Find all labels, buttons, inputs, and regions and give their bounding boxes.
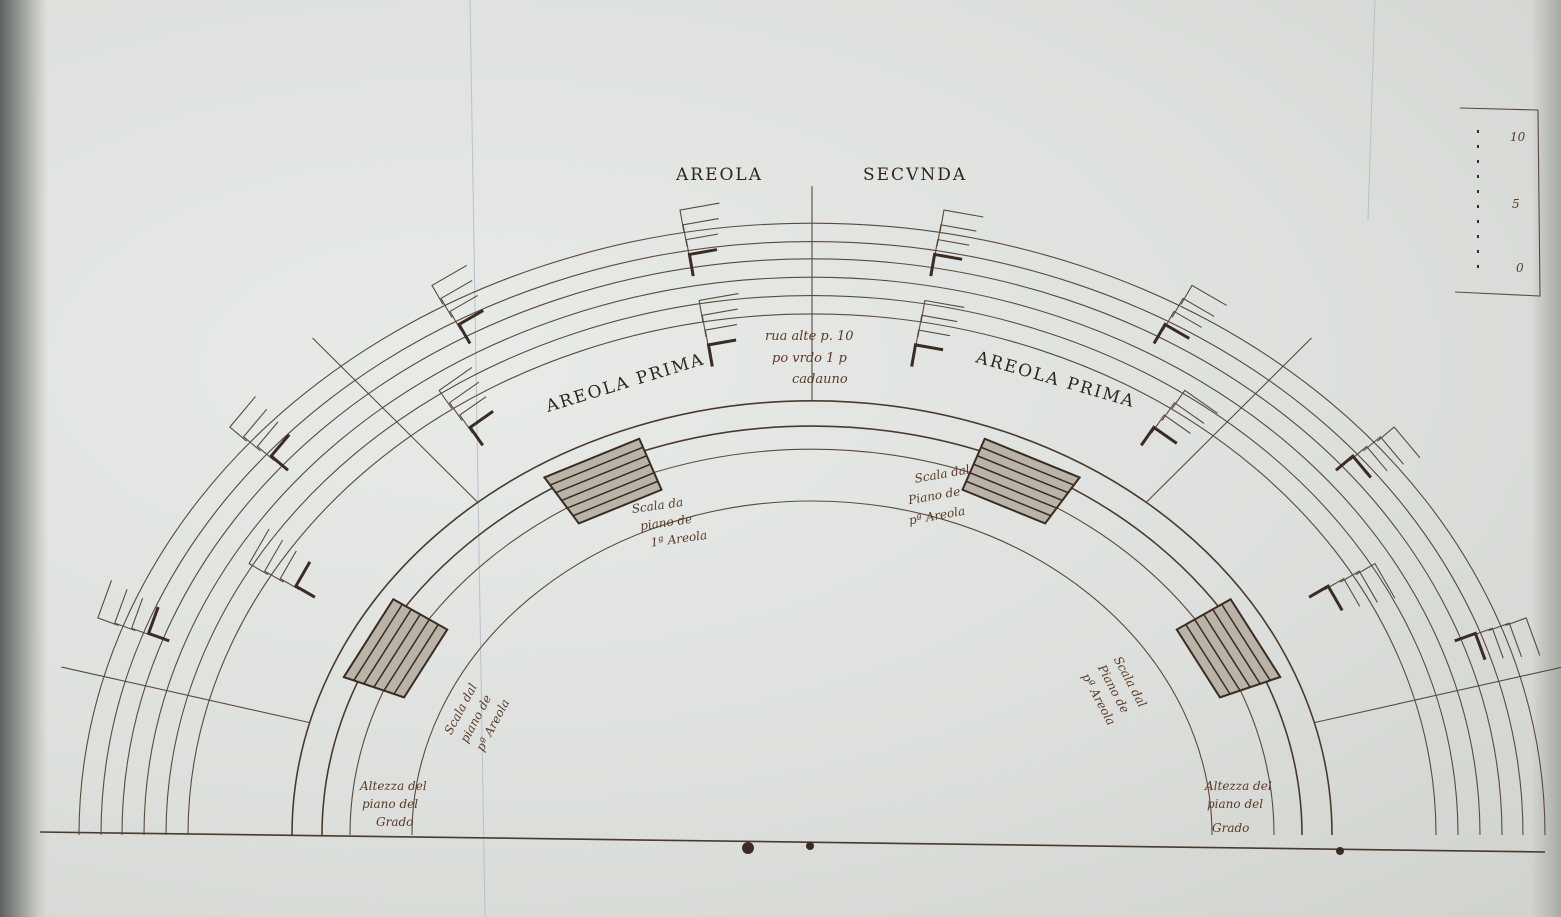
inner-ring-arcs: [291, 400, 1333, 836]
corridor-step: [1505, 617, 1541, 656]
inner-arc: [291, 400, 1333, 836]
ground-line: [39, 831, 1546, 855]
svg-text:piano del: piano del: [1207, 797, 1263, 811]
svg-text:Grado: Grado: [376, 815, 413, 829]
corridor-step: [687, 248, 718, 277]
corridor-step: [910, 343, 944, 367]
corridor-step: [679, 202, 720, 232]
svg-text:piano de: piano de: [639, 512, 693, 533]
label-areola-secunda-left: AREOLA: [675, 165, 763, 185]
corridor-step: [1140, 425, 1178, 447]
corridor-step: [682, 218, 719, 247]
label-areola-secunda-right: SECVNDA: [863, 165, 967, 185]
corridor-step: [1171, 389, 1218, 414]
corridor-step: [229, 396, 256, 442]
svg-text:cadauno: cadauno: [792, 372, 848, 387]
corridor-step: [97, 580, 119, 626]
note-stair-upper-right: Scala dal Piano de pª Areola: [906, 462, 971, 527]
inner-arc: [411, 500, 1213, 836]
svg-text:1ª Areola: 1ª Areola: [650, 528, 708, 550]
corridor-step: [1488, 622, 1523, 658]
corridor-step: [279, 550, 300, 591]
book-binding-edge: [0, 0, 48, 917]
corridor-step: [468, 410, 494, 447]
note-center-top: rua alte p. 10 po vrdo 1 p cadauno: [765, 329, 854, 387]
corridor-step: [256, 421, 279, 461]
radial-division: [61, 666, 310, 724]
corridor-step: [1363, 435, 1404, 465]
stair-blocks: [342, 437, 1282, 699]
corridor-step: [1161, 401, 1205, 424]
corridor-step: [1180, 284, 1227, 306]
corridor-step: [269, 433, 291, 472]
corridor-step: [1376, 426, 1421, 459]
radial-division: [1314, 666, 1561, 724]
scale-bar: 10 5 0: [1454, 107, 1541, 297]
corridor-step: [1152, 322, 1190, 345]
inner-arc: [321, 425, 1303, 836]
svg-text:piano del: piano del: [362, 797, 418, 811]
svg-text:Altezza del: Altezza del: [1204, 779, 1272, 793]
svg-text:Grado: Grado: [1212, 821, 1249, 835]
corridor-step: [1471, 627, 1504, 659]
note-stair-upper-left: Scala da piano de 1ª Areola: [631, 495, 708, 550]
corridor-step: [114, 589, 136, 632]
stair-block: [961, 437, 1082, 525]
svg-text:Scala dal: Scala dal: [914, 462, 971, 485]
corridor-step: [431, 264, 467, 305]
scale-label-middle: 5: [1512, 197, 1520, 211]
scale-label-bottom: 0: [1516, 261, 1524, 275]
radial-division: [312, 337, 479, 503]
corridor-step: [263, 539, 284, 583]
svg-text:Piano de: Piano de: [906, 484, 961, 507]
corridor-step: [1454, 631, 1487, 661]
stair-block: [1175, 597, 1282, 699]
corridor-step: [248, 528, 270, 576]
corridor-step: [1349, 445, 1388, 472]
corridor-step: [440, 279, 473, 318]
svg-text:po vrdo 1 p: po vrdo 1 p: [772, 351, 848, 366]
paper-ruling: [469, 0, 1376, 917]
note-stair-lower-left: Scala dal piano de pª Areola: [442, 681, 513, 754]
radial-division: [1145, 337, 1312, 503]
stair-block: [342, 597, 449, 699]
corridor-step: [130, 597, 153, 637]
corridor-step: [929, 252, 963, 277]
corridor-step: [701, 308, 738, 338]
scale-label-top: 10: [1510, 130, 1526, 144]
corridor-step: [438, 367, 473, 409]
page-edge: [1531, 0, 1561, 917]
corridor-step: [1171, 297, 1215, 318]
svg-text:rua alte p. 10: rua alte p. 10: [765, 329, 854, 344]
corridor-step: [242, 408, 268, 452]
note-base-right: Altezza del piano del Grado: [1204, 779, 1272, 835]
corridor-step: [456, 309, 484, 345]
note-base-left: Altezza del piano del Grado: [359, 779, 427, 829]
corridor-step: [1308, 584, 1344, 612]
corridor-step: [706, 338, 737, 367]
corridor-step: [1355, 562, 1396, 599]
corridor-step: [1324, 577, 1361, 607]
inner-arc: [349, 448, 1275, 836]
corridor-step: [146, 606, 170, 643]
svg-text:Altezza del: Altezza del: [359, 779, 427, 793]
corridor-step: [448, 381, 480, 422]
corridor-step: [1335, 453, 1372, 479]
note-stair-lower-right: Scala dal Piano de pª Areola: [1079, 654, 1149, 728]
corridor-step: [1340, 570, 1378, 603]
corridor-step: [293, 561, 316, 599]
label-areola-prima-left: AREOLA PRIMA: [543, 349, 708, 417]
stepped-corridors: [61, 186, 1561, 724]
stair-block: [542, 437, 663, 525]
